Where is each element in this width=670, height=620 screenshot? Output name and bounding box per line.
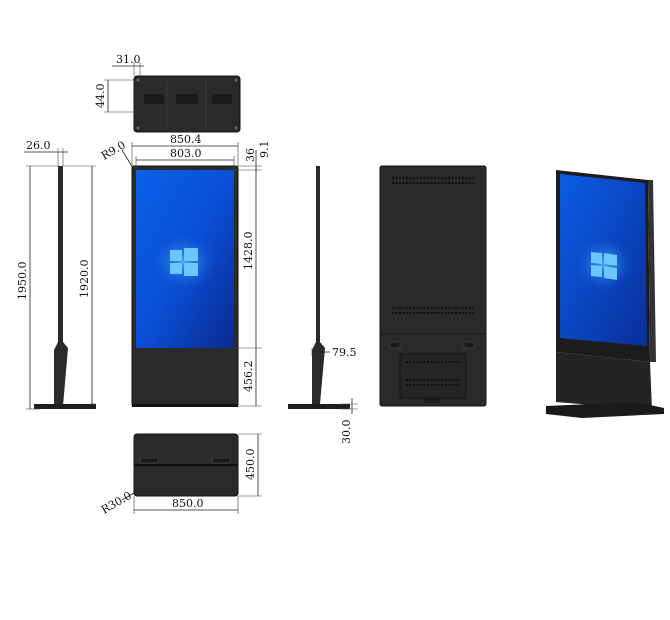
iso-base (546, 402, 664, 418)
dim-base-height: 30.0 (340, 420, 353, 445)
dim-top-depth: 44.0 (94, 84, 107, 109)
dim-base-depth: 450.0 (244, 449, 257, 481)
vent-middle-icon (392, 307, 474, 314)
dim-small-a: 9.1 (258, 141, 271, 159)
front-view: R9.0 850.4 803.0 36 9.1 1428.0 456.2 (99, 133, 271, 407)
dim-side-thickness: 26.0 (26, 139, 51, 152)
windows-logo-icon (170, 248, 198, 276)
dim-top-width: 31.0 (116, 53, 141, 66)
dim-top-gap: 36 (244, 148, 257, 162)
vent-top-icon (392, 177, 474, 184)
side-view-left: 26.0 1950.0 1920.0 (16, 139, 96, 410)
top-view: 31.0 44.0 (94, 53, 241, 133)
dim-lower-height: 456.2 (242, 361, 255, 393)
dim-body-height: 1920.0 (78, 260, 91, 299)
iso-view (546, 170, 664, 418)
dim-base-width: 850.0 (172, 497, 204, 510)
back-view (379, 165, 487, 407)
dim-screen-width: 803.0 (170, 147, 202, 160)
back-body (379, 165, 487, 407)
dim-corner-radius: R9.0 (99, 138, 128, 162)
base-view: R30.0 850.0 450.0 (99, 433, 262, 517)
iso-windows-logo-icon (591, 252, 617, 280)
side-view-right: 79.5 30.0 (288, 166, 358, 444)
back-panel (399, 353, 467, 399)
dim-screen-height: 1428.0 (242, 232, 255, 271)
side-view-base (34, 404, 96, 409)
dim-base-radius: R30.0 (99, 489, 134, 517)
dim-total-height: 1950.0 (16, 262, 29, 301)
dim-outer-width: 850.4 (170, 133, 202, 146)
dim-base-offset: 79.5 (332, 346, 357, 359)
